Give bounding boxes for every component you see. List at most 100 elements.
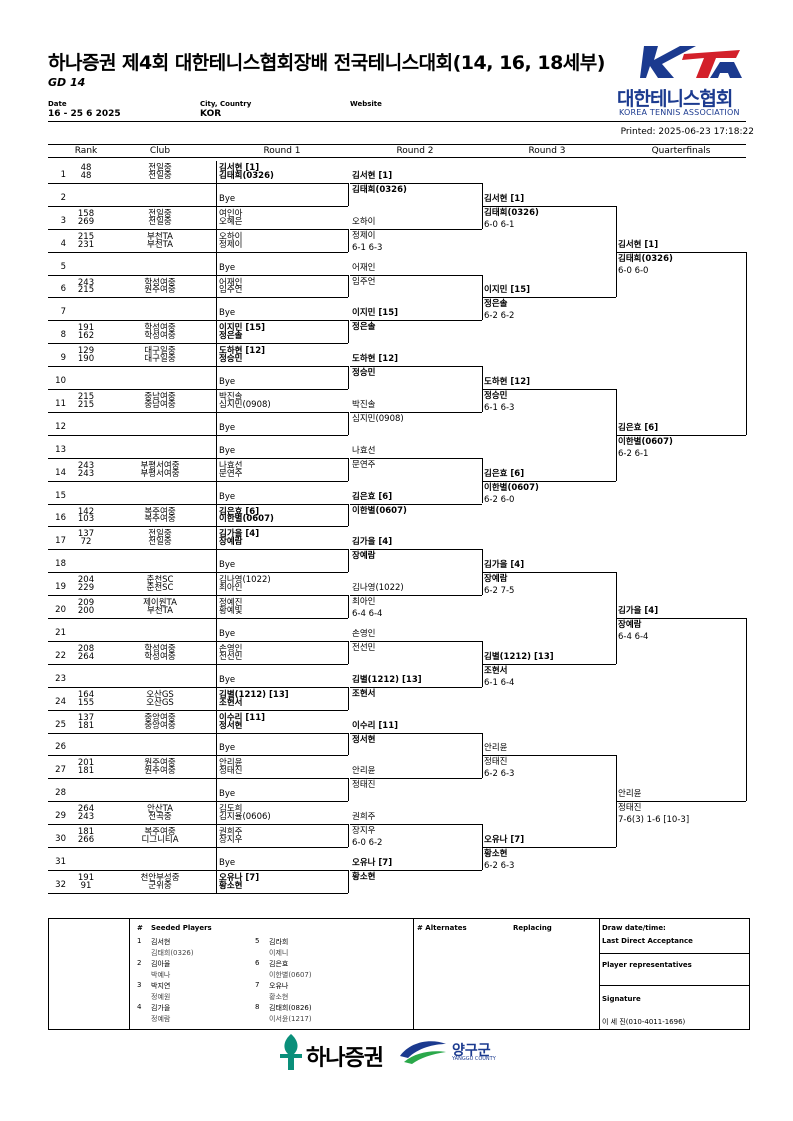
qf-player: 김서현 [1]: [618, 239, 659, 250]
round2-player: 정승민: [352, 368, 376, 379]
club-name: 전일중: [148, 208, 172, 219]
bracket-line: [350, 869, 482, 871]
draw-position: 25: [55, 719, 66, 730]
bracket-line: [482, 663, 616, 665]
col-round1: Round 1: [263, 146, 301, 156]
row-rule: [48, 549, 348, 551]
bracket-line: [350, 595, 482, 597]
player-name: 이수리 [11]: [219, 712, 266, 723]
row-rule: [48, 411, 348, 413]
round3-player: 정승민: [484, 391, 508, 401]
round3-player: 김태희(0326): [484, 207, 539, 218]
player-name: 정은솔: [219, 331, 243, 342]
round1-divider: [216, 527, 217, 551]
bracket-line: [482, 755, 616, 757]
player-name: 조현서: [219, 697, 243, 708]
draw-position: 9: [60, 353, 66, 364]
rank-value: 155: [77, 697, 95, 708]
draw-position: 26: [55, 742, 66, 753]
rank-value: 91: [80, 880, 92, 891]
row-rule: [48, 709, 348, 711]
row-rule: [48, 389, 348, 390]
bracket-line: [348, 824, 349, 847]
qf-score: 6-2 6-1: [618, 448, 649, 459]
row-rule: [48, 824, 348, 826]
club-name: 디그니티A: [141, 835, 179, 845]
city-value: KOR: [200, 109, 222, 119]
rank-value: 215: [77, 399, 95, 410]
player-name: 정예진: [219, 598, 243, 609]
player-name: 김은효 [6]: [219, 506, 260, 517]
round2-player: 김나영(1022): [352, 583, 404, 594]
round1-divider: [216, 641, 217, 665]
hana-logo-icon: [278, 1032, 304, 1076]
row-rule: [48, 228, 348, 230]
player-name: Bye: [219, 789, 236, 800]
club-name: 복주여중: [144, 506, 176, 517]
round2-score: 6-4 6-4: [352, 609, 383, 620]
round1-divider: [216, 756, 217, 780]
round2-player: 최아인: [352, 597, 376, 608]
date-value: 16 - 25 6 2025: [48, 109, 121, 119]
bracket-line: [350, 457, 482, 459]
club-name: 전일중: [148, 216, 172, 227]
rank-value: 181: [77, 766, 95, 777]
round3-score: 6-2 6-3: [484, 861, 515, 871]
bracket-line: [348, 595, 349, 618]
player-name: 황예빛: [219, 606, 243, 616]
round1-divider: [216, 206, 217, 230]
club-name: 중앙여중: [144, 720, 176, 731]
bracket-line: [616, 572, 617, 664]
bracket-line: [616, 801, 746, 803]
player-name: 권희주: [219, 827, 243, 838]
kta-logo-english: KOREA TENNIS ASSOCIATION: [619, 108, 740, 117]
rank-value: 191: [77, 872, 95, 883]
draw-position: 21: [55, 627, 66, 638]
rank-value: 158: [77, 208, 95, 219]
round1-divider: [216, 458, 217, 482]
printed-timestamp: Printed: 2025-06-23 17:18:22: [620, 127, 754, 137]
bracket-line: [746, 618, 747, 802]
draw-position: 11: [55, 398, 66, 409]
rank-value: 142: [77, 506, 95, 517]
bracket-line: [616, 251, 746, 253]
round3-player: 김가을 [4]: [484, 560, 525, 571]
yanggu-sponsor: 양구군: [452, 1043, 491, 1059]
bracket-line: [348, 457, 349, 481]
round2-player: 김별(1212) [13]: [352, 674, 422, 685]
club-name: 오산GS: [146, 689, 174, 700]
player-name: 임주언: [219, 285, 243, 296]
round2-player: 정태진: [352, 780, 376, 791]
seed-number: 3: [137, 981, 142, 989]
draw-position: 6: [60, 284, 66, 295]
round2-player: 나효선: [352, 445, 376, 456]
bracket-line: [348, 274, 349, 298]
round2-player: 이지민 [15]: [352, 308, 399, 319]
round1-divider: [216, 161, 217, 184]
round2-player: 박진솔: [352, 399, 376, 410]
bracket-line: [482, 480, 616, 482]
round3-player: 정은솔: [484, 299, 508, 310]
kta-logo: [640, 44, 744, 84]
rank-value: 201: [77, 758, 95, 769]
draw-date-label: Draw date/time:: [602, 924, 666, 932]
round1-divider: [216, 412, 217, 436]
round3-player: 김별(1212) [13]: [484, 651, 554, 662]
draw-position: 3: [60, 215, 66, 226]
round2-player: 오유나 [7]: [352, 857, 393, 868]
bracket-line: [348, 549, 349, 573]
bracket-line: [482, 457, 483, 504]
bracket-line: [348, 732, 349, 756]
player-name: 이한별(0607): [219, 514, 274, 525]
bracket-line: [348, 182, 349, 206]
round3-player: 이한별(0607): [484, 482, 539, 493]
qf-player: 김은효 [6]: [618, 422, 659, 433]
qf-score: 6-4 6-4: [618, 632, 649, 642]
seed-player: 김은효: [269, 960, 289, 968]
bracket-line: [482, 824, 483, 870]
row-rule: [48, 251, 348, 253]
round2-score: 6-1 6-3: [352, 242, 383, 253]
seed-partner: 이제니: [269, 949, 289, 957]
bracket-line: [350, 503, 482, 505]
city-label: City, Country: [200, 100, 252, 108]
